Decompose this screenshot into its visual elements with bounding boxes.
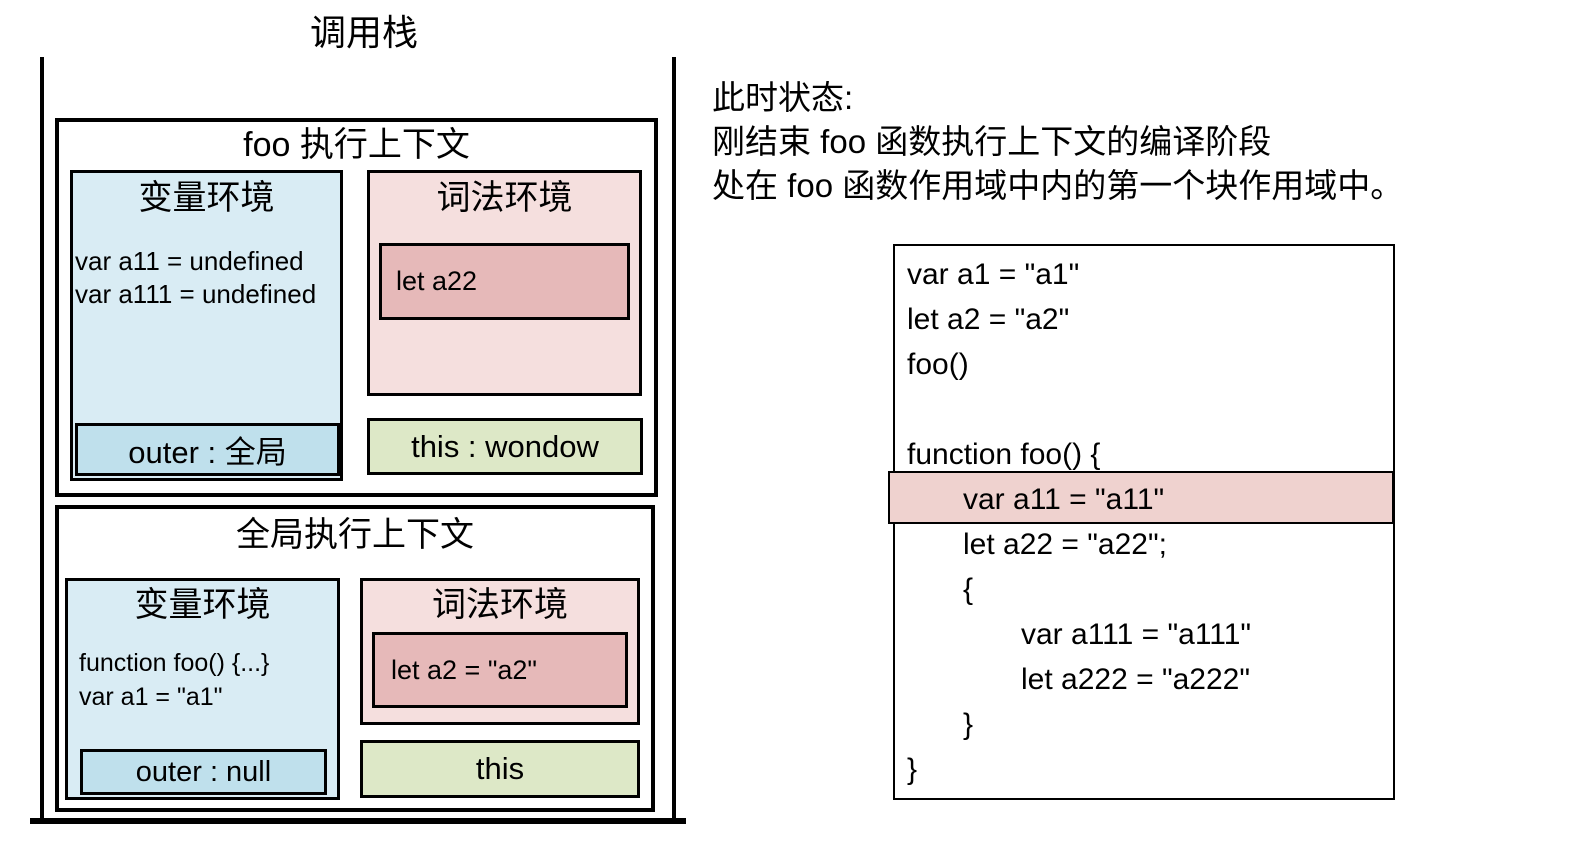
code-line: foo()	[907, 348, 969, 381]
code-line: }	[963, 708, 974, 741]
foo-lexical-entry-box: let a22	[379, 243, 630, 320]
foo-context-title: foo 执行上下文	[243, 126, 470, 164]
foo-var-declaration-1: var a11 = undefined	[75, 246, 304, 276]
code-line: let a222 = "a222"	[1021, 663, 1250, 696]
code-line: var a1 = "a1"	[907, 258, 1080, 291]
foo-outer-reference-box: outer : 全局	[75, 423, 340, 476]
foo-lexical-env-title: 词法环境	[436, 179, 573, 217]
global-this-box: this	[360, 740, 640, 798]
code-line: let a2 = "a2"	[907, 303, 1070, 336]
global-context-title: 全局执行上下文	[236, 516, 474, 554]
global-var-declaration-1: function foo() {...}	[79, 649, 270, 677]
diagram-title: 调用栈	[309, 12, 418, 53]
code-line: let a22 = "a22";	[963, 528, 1167, 561]
global-variable-env-title: 变量环境	[134, 586, 271, 624]
global-var-declaration-2: var a1 = "a1"	[79, 683, 223, 711]
global-lexical-env-title: 词法环境	[432, 586, 568, 624]
code-line-highlighted: var a11 = "a11"	[963, 483, 1165, 516]
foo-this-box: this : wondow	[367, 418, 643, 475]
stack-bottom-wall	[30, 818, 686, 824]
stack-left-wall	[40, 57, 44, 823]
global-outer-reference-box: outer : null	[80, 749, 327, 795]
status-note: 此时状态: 刚结束 foo 函数执行上下文的编译阶段 处在 foo 函数作用域中…	[712, 76, 1403, 208]
code-line: var a111 = "a111"	[1021, 618, 1252, 651]
status-note-line: 处在 foo 函数作用域中内的第一个块作用域中。	[712, 167, 1404, 204]
status-note-line: 此时状态:	[712, 79, 854, 116]
code-line: function foo() {	[907, 438, 1101, 471]
foo-var-declaration-2: var a111 = undefined	[75, 279, 317, 309]
foo-variable-env-title: 变量环境	[138, 179, 275, 217]
stack-right-wall	[672, 57, 676, 823]
current-line-highlight	[888, 471, 1394, 524]
status-note-line: 刚结束 foo 函数执行上下文的编译阶段	[712, 123, 1272, 160]
code-line	[893, 387, 1395, 432]
global-lexical-entry-box: let a2 = "a2"	[372, 632, 628, 708]
code-lines: var a1 = "a1" let a2 = "a2" foo() functi…	[893, 252, 1395, 792]
code-line: }	[907, 753, 918, 786]
code-line: {	[963, 573, 974, 606]
